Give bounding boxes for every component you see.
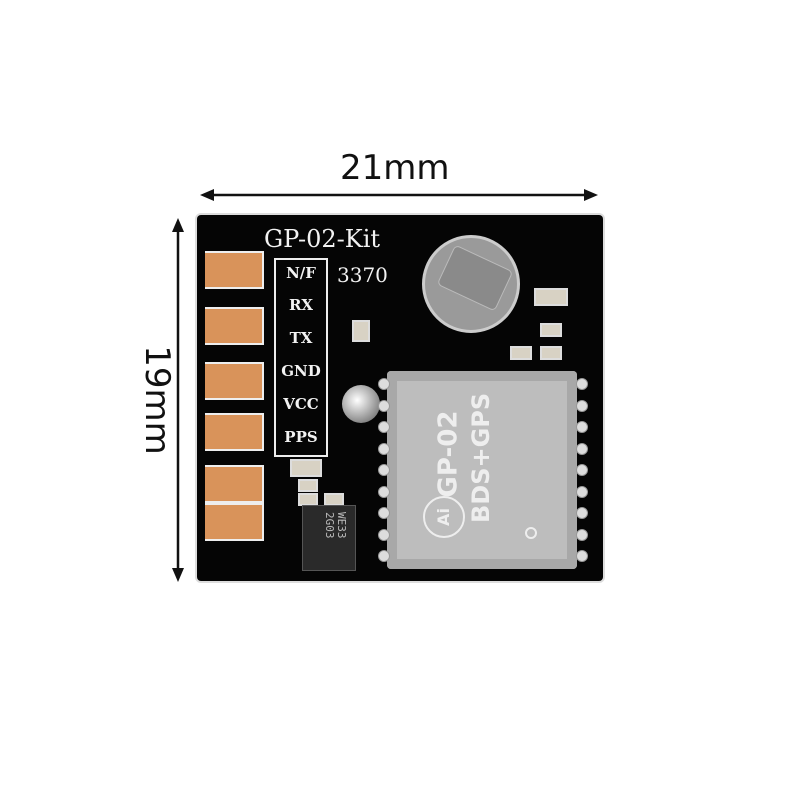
capacitor [534,288,568,306]
logo-text: Ai [434,508,453,526]
module-name: GP-02 [433,410,464,498]
board-title: GP-02-Kit [264,225,381,253]
pad [205,413,264,451]
pad [205,465,264,503]
castellated-pad [576,464,588,476]
height-arrow [172,218,184,582]
pad [205,503,264,541]
pin1-dot [525,527,537,539]
height-dimension [169,218,187,582]
castellated-pad [378,507,390,519]
resistor [352,320,370,342]
pin-label: VCC [283,395,319,413]
battery-holder [422,235,520,333]
castellated-pad [576,399,588,412]
capacitor [290,459,322,477]
castellated-pad [378,378,390,390]
resistor [540,346,562,360]
castellated-pad [576,421,588,433]
battery-contact [436,244,514,312]
castellated-pad [576,442,588,455]
board-code: 3370 [337,263,388,287]
ai-logo: Ai [423,496,465,538]
castellated-pad [576,507,588,519]
pcb-board: GP-02-Kit 3370 N/F RX TX GND VCC PPS WE3… [197,215,603,581]
voltage-regulator: WE33 2G03 [302,505,356,571]
pin-label: RX [288,296,314,314]
castellated-pad [576,378,588,390]
gps-module: GP-02 BDS+GPS Ai [387,371,577,569]
castellated-pad [378,442,390,455]
pad [205,307,264,345]
regulator-line2: 2G03 [323,512,336,539]
castellated-pad [378,421,390,433]
regulator-line1: WE33 [335,512,348,539]
regulator-marking: WE33 2G03 [323,512,348,539]
resistor [510,346,532,360]
resistor [540,323,562,337]
castellated-pad [378,528,390,541]
castellated-pad [576,550,588,562]
pad [205,251,264,289]
width-dimension [200,186,598,204]
pin-label: GND [281,362,321,380]
pin-label: N/F [286,264,316,282]
castellated-pad [378,485,390,498]
pad [205,362,264,400]
castellated-pad [576,485,588,498]
castellated-pad [378,399,390,412]
module-subtitle: BDS+GPS [467,392,495,523]
height-label: 19mm [136,345,177,455]
resistor [298,479,318,492]
pin-label: PPS [284,428,318,446]
castellated-pad [378,464,390,476]
width-label: 21mm [340,148,450,188]
solder-ball [342,385,380,423]
width-arrow [200,189,598,201]
pin-label-box: N/F RX TX GND VCC PPS [274,258,328,457]
pin-label: TX [289,329,313,347]
castellated-pad [576,528,588,541]
castellated-pad [378,550,390,562]
